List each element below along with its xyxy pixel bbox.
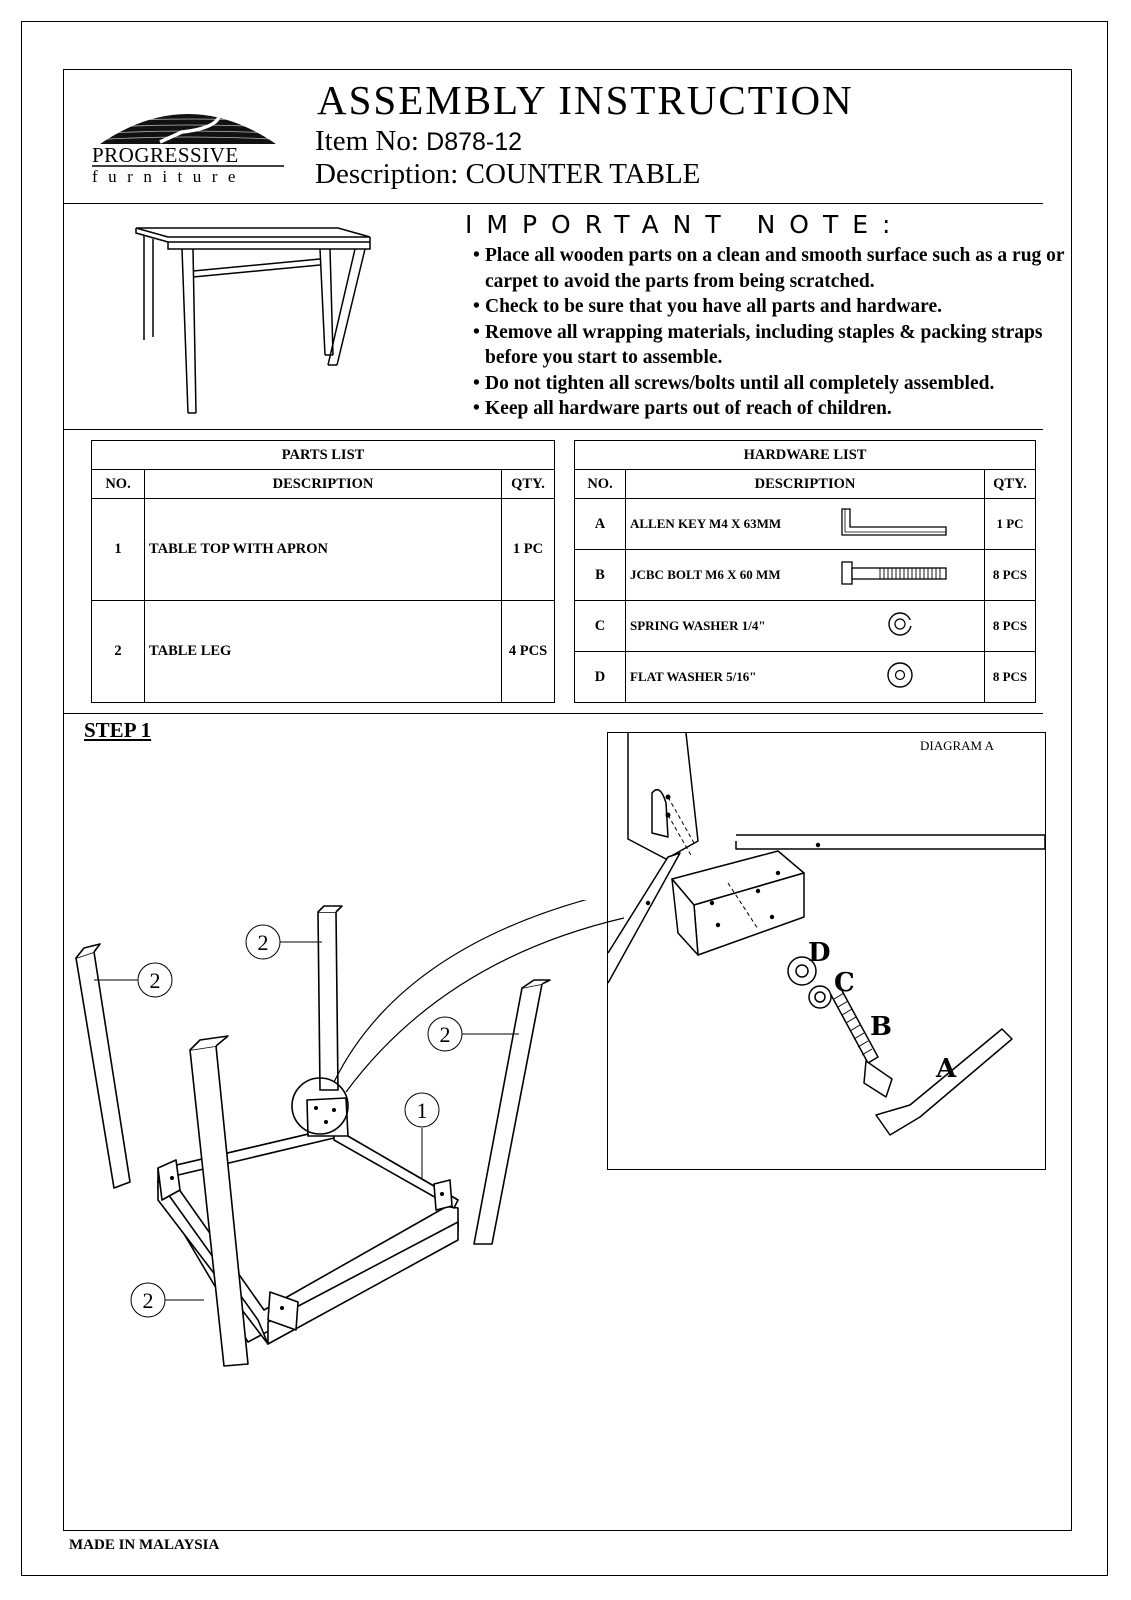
header-divider — [63, 203, 1043, 204]
table-illustration — [135, 227, 371, 414]
parts-list-table: PARTS LIST NO. DESCRIPTION QTY. 1 TABLE … — [91, 440, 555, 703]
hardware-description: ALLEN KEY M4 X 63MM — [625, 498, 834, 550]
callout-leg: 2 — [258, 930, 269, 955]
hardware-list-title: HARDWARE LIST — [574, 440, 1036, 470]
hardware-qty: 8 PCS — [984, 600, 1036, 652]
column-header: DESCRIPTION — [625, 469, 985, 499]
diagram-part-label: A — [935, 1054, 957, 1084]
table-row: 2 TABLE LEG 4 PCS — [91, 600, 555, 703]
description-label: Description: — [315, 158, 466, 190]
callout-leg: 2 — [440, 1022, 451, 1047]
important-note-list: Place all wooden parts on a clean and sm… — [465, 243, 1065, 422]
hardware-list-table: HARDWARE LIST NO. DESCRIPTION QTY. A ALL… — [574, 440, 1036, 703]
page-inner-border — [63, 69, 1072, 1531]
note-item: Do not tighten all screws/bolts until al… — [465, 371, 1065, 397]
item-code: D878-12 — [426, 128, 523, 156]
part-qty: 4 PCS — [501, 600, 555, 703]
column-header: DESCRIPTION — [144, 469, 502, 499]
bolt-icon — [841, 561, 947, 585]
column-header: NO. — [574, 469, 626, 499]
table-row: C SPRING WASHER 1/4" 8 PCS — [574, 600, 1036, 652]
part-description: TABLE LEG — [144, 600, 502, 703]
hardware-no: A — [574, 498, 626, 550]
part-description: TABLE TOP WITH APRON — [144, 498, 502, 601]
hardware-description: JCBC BOLT M6 X 60 MM — [625, 549, 834, 601]
hardware-qty: 8 PCS — [984, 549, 1036, 601]
hardware-description: FLAT WASHER 5/16" — [625, 651, 834, 703]
hardware-qty: 1 PC — [984, 498, 1036, 550]
notes-divider — [63, 429, 1043, 430]
hardware-no: C — [574, 600, 626, 652]
logo: PROGRESSIVE furniture — [92, 114, 284, 186]
item-number: Item No: D878-12 — [315, 124, 522, 159]
table-row: A ALLEN KEY M4 X 63MM 1 PC — [574, 498, 1036, 550]
item-label: Item No: — [315, 125, 427, 157]
note-item: Remove all wrapping materials, including… — [465, 320, 1065, 371]
diagram-a-detail: D C B A — [608, 733, 1045, 1136]
part-qty: 1 PC — [501, 498, 555, 601]
step-1-heading: STEP 1 — [84, 718, 152, 742]
note-item: Place all wooden parts on a clean and sm… — [465, 243, 1065, 294]
note-item: Check to be sure that you have all parts… — [465, 294, 1065, 320]
diagram-part-label: B — [870, 1012, 892, 1042]
parts-list-title: PARTS LIST — [91, 440, 555, 470]
spring-washer-icon — [888, 612, 914, 636]
page-title: ASSEMBLY INSTRUCTION — [317, 77, 854, 123]
logo-brand-text: PROGRESSIVE — [92, 143, 239, 167]
hardware-description: SPRING WASHER 1/4" — [625, 600, 834, 652]
diagram-part-label: D — [808, 938, 831, 968]
hardware-qty: 8 PCS — [984, 651, 1036, 703]
flat-washer-icon — [887, 662, 913, 688]
page-outer-border — [21, 21, 1108, 1576]
callout-leg: 2 — [150, 968, 161, 993]
logo-sub-text: furniture — [92, 167, 246, 186]
step1-exploded-view: 2 2 2 2 1 — [75, 900, 624, 1367]
table-row: B JCBC BOLT M6 X 60 MM 8 PCS — [574, 549, 1036, 601]
part-no: 2 — [91, 600, 145, 703]
allen-key-icon — [841, 508, 947, 536]
diagram-a-label: DIAGRAM A — [920, 738, 995, 753]
made-in-label: MADE IN MALAYSIA — [69, 1537, 220, 1553]
diagram-a-box — [607, 732, 1046, 1170]
column-header: NO. — [91, 469, 145, 499]
lists-divider — [63, 713, 1043, 714]
table-row: 1 TABLE TOP WITH APRON 1 PC — [91, 498, 555, 601]
hardware-no: B — [574, 549, 626, 601]
part-no: 1 — [91, 498, 145, 601]
logo-arc-icon — [100, 114, 276, 144]
note-item: Keep all hardware parts out of reach of … — [465, 396, 1065, 422]
diagram-part-label: C — [834, 968, 855, 998]
important-note-heading: IMPORTANT NOTE: — [465, 210, 905, 239]
hardware-no: D — [574, 651, 626, 703]
callout-apron: 1 — [417, 1098, 428, 1123]
callout-leg: 2 — [143, 1288, 154, 1313]
column-header: QTY. — [501, 469, 555, 499]
description-value: COUNTER TABLE — [465, 158, 701, 190]
table-row: D FLAT WASHER 5/16" 8 PCS — [574, 651, 1036, 703]
item-description: Description: COUNTER TABLE — [315, 157, 700, 191]
column-header: QTY. — [984, 469, 1036, 499]
